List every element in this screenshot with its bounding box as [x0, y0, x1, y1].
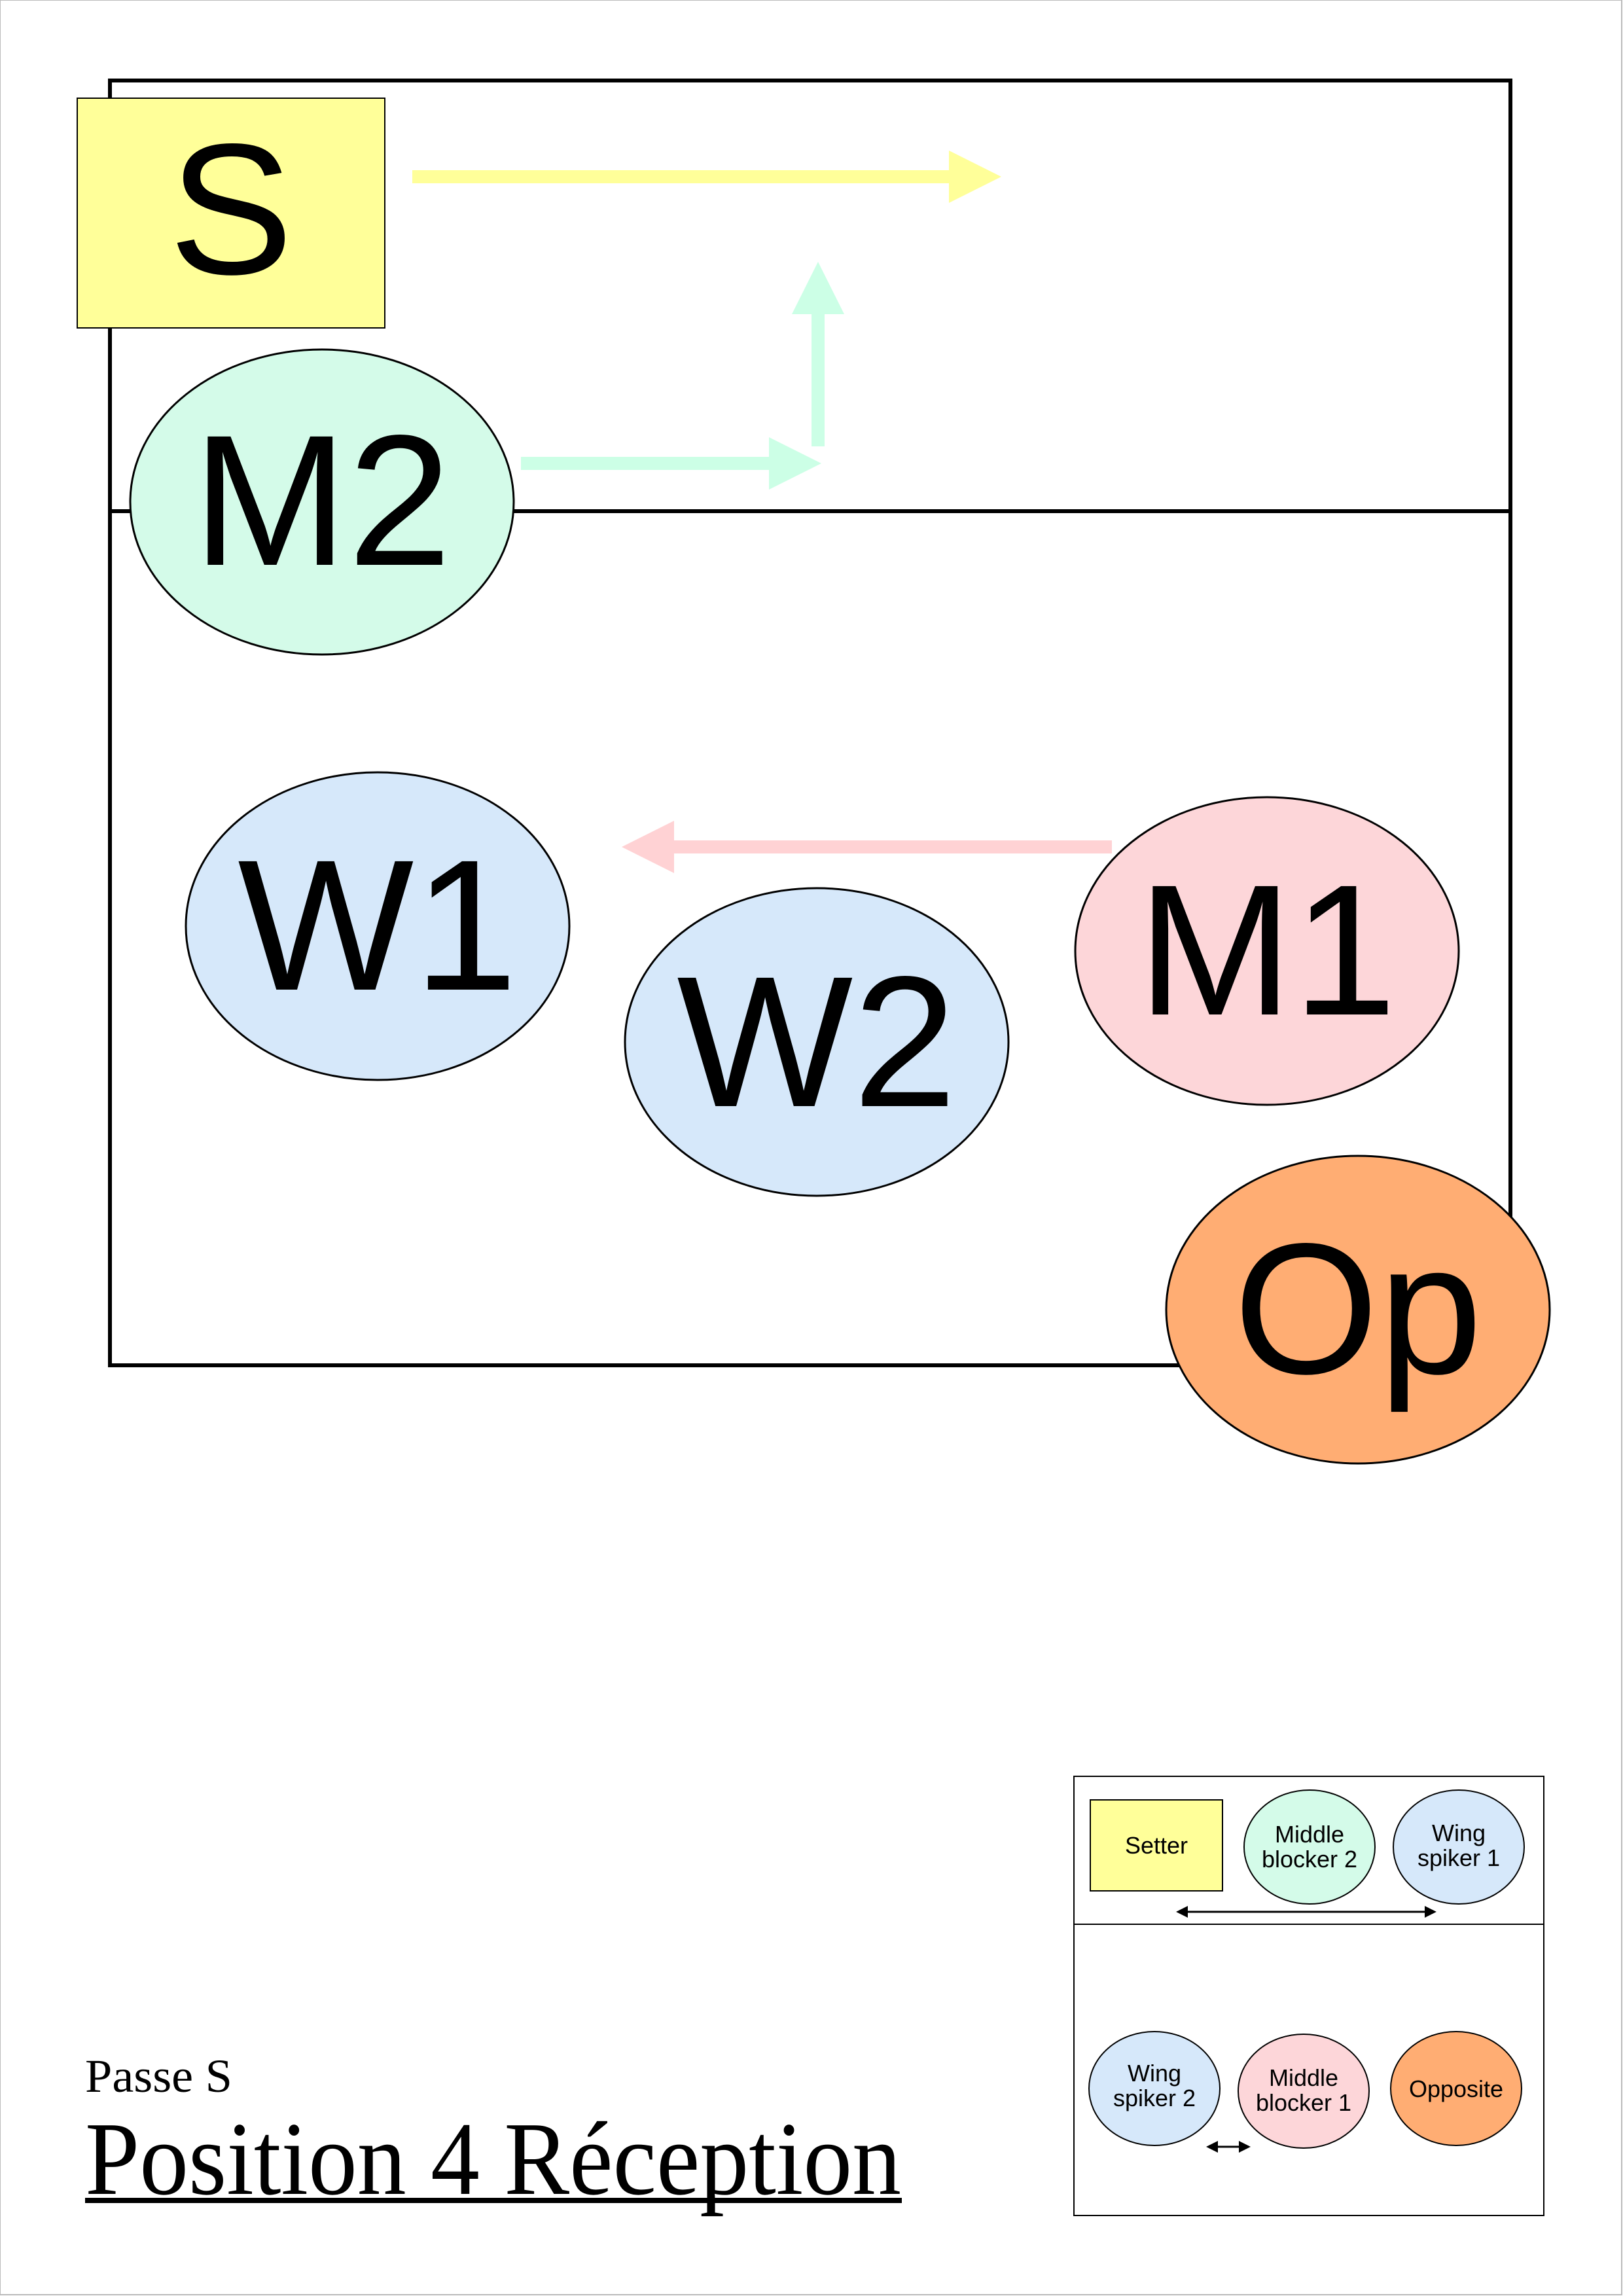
legend-label: Middle — [1275, 1821, 1344, 1848]
player-middle1: M1 — [1074, 796, 1460, 1106]
legend-middle2: Middle blocker 2 — [1243, 1789, 1376, 1905]
legend-label: spiker 2 — [1113, 2085, 1196, 2111]
player-wing1: W1 — [185, 771, 571, 1081]
legend-label: blocker 1 — [1256, 2089, 1351, 2116]
player-label: S — [169, 105, 293, 314]
player-middle2: M2 — [129, 348, 515, 656]
legend-setter: Setter — [1090, 1799, 1223, 1892]
legend-middle1: Middle blocker 1 — [1238, 2034, 1370, 2149]
subtitle: Passe S — [85, 2050, 232, 2102]
legend-label: Setter — [1125, 1832, 1188, 1859]
legend: Setter Middle blocker 2 Wing spiker 1 Wi… — [1073, 1776, 1544, 2216]
player-opposite: Op — [1165, 1155, 1551, 1465]
player-label: W1 — [238, 821, 518, 1030]
player-label: Op — [1234, 1205, 1482, 1414]
player-wing2: W2 — [624, 887, 1010, 1197]
court — [108, 79, 1512, 1367]
legend-label: Middle — [1269, 2064, 1338, 2091]
title: Position 4 Réception — [85, 2100, 901, 2217]
legend-label: spiker 1 — [1418, 1844, 1500, 1871]
legend-label: Wing — [1128, 2060, 1181, 2087]
player-label: M2 — [192, 397, 452, 605]
player-label: W2 — [677, 938, 957, 1146]
legend-wing2: Wing spiker 2 — [1088, 2031, 1221, 2146]
legend-wing1: Wing spiker 1 — [1393, 1789, 1525, 1905]
player-label: M1 — [1137, 846, 1397, 1054]
legend-opposite: Opposite — [1390, 2031, 1522, 2146]
legend-label: Wing — [1432, 1820, 1486, 1846]
legend-label: blocker 2 — [1262, 1846, 1357, 1873]
player-setter: S — [77, 98, 385, 329]
legend-label: Opposite — [1409, 2075, 1503, 2102]
